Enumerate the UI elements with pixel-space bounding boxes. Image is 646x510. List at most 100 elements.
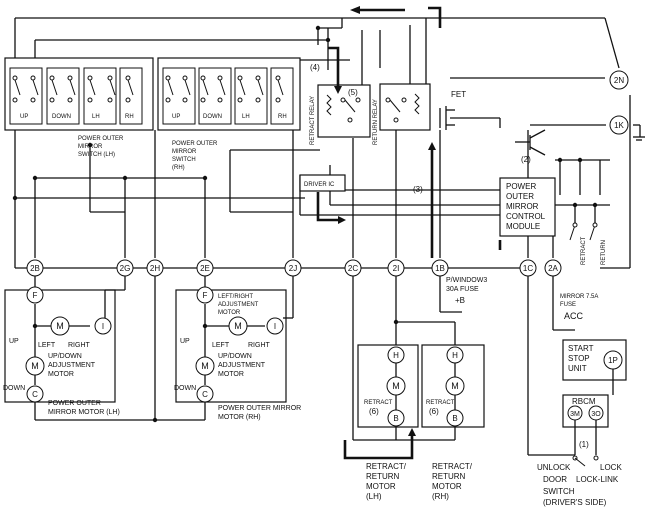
door-lock-switch: (1) UNLOCK LOCK DOOR LOCK-LINK SWITCH (D… [537,440,622,507]
connector-2J: 2J [284,259,302,277]
connector-H-rh: H [446,346,464,364]
svg-text:C: C [202,390,208,399]
connector-2H: 2H [146,259,164,277]
rr-motor-lh-label: RETRACT/ RETURN MOTOR (LH) [366,462,408,501]
svg-text:3O: 3O [591,411,601,418]
switch-rh-title: POWER OUTER MIRROR SWITCH (RH) [172,141,219,171]
lh-rh-label: RH [125,114,134,120]
connector-1C: 1C [519,259,537,277]
connector-B-lh: B [387,409,405,427]
svg-text:I: I [102,322,104,331]
lh-lh-label: LH [92,114,100,120]
start-stop-label: START STOP UNIT [568,344,596,373]
svg-text:F: F [203,291,208,300]
svg-text:M: M [56,321,64,331]
note-3: (3) [413,185,423,194]
start-stop-unit: START STOP UNIT 1P [562,339,627,381]
connector-1P: 1P [603,350,623,370]
mirror-motor-lh-label: POWER OUTER MIRROR MOTOR (LH) [48,400,120,416]
rbcm-label: RBCM [572,397,596,406]
connector-3O: 3O [588,405,604,421]
connector-2B: 2B [26,259,44,277]
left-label-rh: LEFT [212,342,230,349]
retract-motor-lh: M [386,376,406,396]
svg-text:M: M [234,321,242,331]
svg-text:H: H [452,351,458,360]
connector-C-rh: C [196,385,214,403]
down-label-rh: DOWN [174,385,196,392]
rbcm: RBCM 3M 3O [528,369,614,456]
svg-text:2I: 2I [393,264,400,273]
connector-2I: 2I [387,259,405,277]
note-6-lh: (6) [369,407,379,416]
current-flow-arrows [316,6,502,460]
motor-lr-rh: M [228,316,248,336]
connector-2G: 2G [116,259,134,277]
svg-text:H: H [393,351,399,360]
connector-1B: 1B [431,259,449,277]
connector-H-lh: H [387,346,405,364]
return-relay: RETURN RELAY [373,83,431,145]
mirror-motor-lh: F I C M M LEFT RIGHT UP DOWN UP/DOWN ADJ… [3,276,205,421]
rh-rh-label: RH [278,114,287,120]
rr-motor-rh-label: RETRACT/ RETURN MOTOR (RH) [432,462,474,501]
junction-dots [12,25,598,423]
transistor [515,129,546,156]
svg-text:F: F [33,291,38,300]
switch-lh-title: POWER OUTER MIRROR SWITCH (LH) [78,136,125,158]
fet-label: FET [451,90,466,99]
svg-text:2B: 2B [30,264,40,273]
driver-ic: DRIVER IC [299,174,346,192]
acc-label: ACC [564,311,584,321]
connector-3M: 3M [567,405,583,421]
svg-text:2C: 2C [348,264,358,273]
retract-motors: H B M H B M RETRACT (6) RETRACT (6) RETR… [352,276,485,501]
mirror-switch-rh: UP DOWN LH RH POWER OUTER MIRROR SWITCH … [157,57,301,171]
note-6-rh: (6) [429,407,439,416]
ground-icon [633,136,645,141]
svg-text:C: C [32,390,38,399]
retract-relay: RETRACT RELAY (5) [310,84,371,145]
wiring [14,17,641,269]
module-label: POWER OUTER MIRROR CONTROL MODULE [506,182,547,231]
mirror-motor-rh-label: POWER OUTER MIRROR MOTOR (RH) [218,405,303,421]
svg-text:1K: 1K [614,121,624,130]
lr-motor-label: LEFT/RIGHT ADJUSTMENT MOTOR [218,294,260,316]
svg-text:1C: 1C [523,264,533,273]
svg-text:I: I [274,322,276,331]
right-label-rh: RIGHT [248,342,271,349]
note-5: (5) [348,88,358,97]
connector-2N: 2N [609,70,629,90]
updown-motor-lh: UP/DOWN ADJUSTMENT MOTOR [48,353,97,378]
connector-1K: 1K [609,115,629,135]
connector-I-rh: I [266,317,284,335]
mirror-switch-lh: UP DOWN LH RH POWER OUTER MIRROR SWITCH … [4,57,154,158]
motor-lr-lh: M [50,316,70,336]
svg-text:1B: 1B [435,264,445,273]
return-switch-label: RETURN [601,240,607,265]
retract-switch-label: RETRACT [581,236,587,265]
connector-2C: 2C [344,259,362,277]
rh-down-label: DOWN [203,114,222,120]
plus-b-label: +B [455,296,465,305]
connector-2E: 2E [196,259,214,277]
connector-2A: 2A [544,259,562,277]
unlock-label: UNLOCK [537,463,571,472]
fet: FET [439,90,466,130]
connector-F-rh: F [196,286,214,304]
note-1: (1) [579,440,589,449]
motor-ud-lh: M [25,356,45,376]
svg-text:B: B [452,414,457,423]
switch-contacts-rh [162,67,294,125]
svg-text:2H: 2H [150,264,160,273]
motor-ud-rh: M [195,356,215,376]
svg-text:2J: 2J [289,264,297,273]
lock-label: LOCK [600,463,622,472]
svg-text:M: M [451,381,459,391]
connector-C-lh: C [26,385,44,403]
driver-ic-label: DRIVER IC [304,182,335,188]
svg-text:M: M [392,381,400,391]
svg-text:2G: 2G [120,264,131,273]
door-switch-label: DOOR LOCK-LINK SWITCH (DRIVER'S SIDE) [543,475,620,507]
